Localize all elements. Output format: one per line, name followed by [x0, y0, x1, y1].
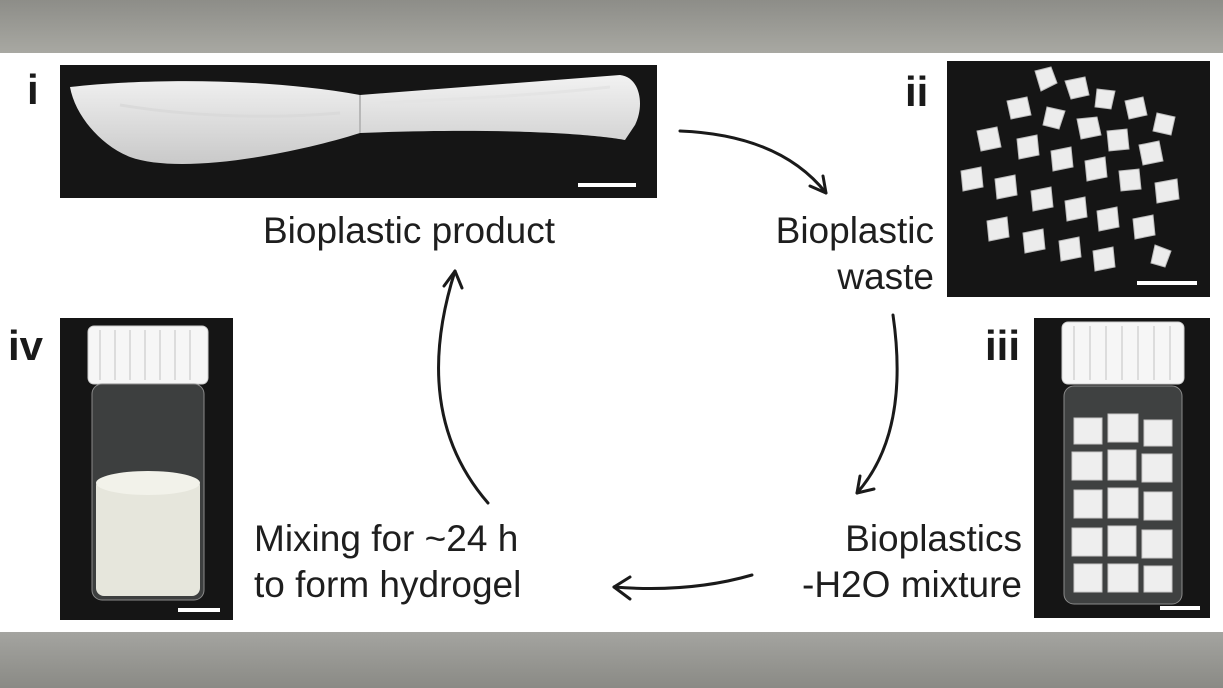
- top-border-band: [0, 0, 1223, 53]
- knife-illustration: [70, 75, 640, 164]
- recycling-cycle-figure: i Bioplastic product ii: [0, 53, 1223, 632]
- arrow-hydrogel-to-product: [437, 269, 490, 505]
- caption-line: Bioplastics: [845, 518, 1022, 559]
- photo-hydrogel-jar: [60, 318, 233, 620]
- hydrogel-jar-illustration: [87, 325, 209, 601]
- scale-bar: [178, 608, 220, 612]
- arrow-mixture-to-hydrogel: [612, 573, 754, 590]
- bottom-border-band: [0, 632, 1223, 688]
- scale-bar: [578, 183, 636, 187]
- panel-label-iv: iv: [8, 322, 44, 369]
- photo-bioplastic-knife: [60, 65, 657, 198]
- water-mixture-jar-illustration: [1061, 321, 1185, 605]
- arrow-waste-to-mixture: [855, 313, 899, 495]
- panel-label-i: i: [27, 66, 39, 113]
- photo-bioplastic-water-jar: [1034, 318, 1210, 618]
- arrow-product-to-waste: [678, 129, 828, 195]
- panel-label-ii: ii: [905, 68, 929, 115]
- arrowhead-waste-to-mixture: [855, 474, 876, 495]
- caption-line: waste: [837, 256, 934, 297]
- caption-line: to form hydrogel: [254, 564, 522, 605]
- caption-line: Bioplastic product: [263, 210, 556, 251]
- arrowhead-hydrogel-to-product: [442, 269, 464, 290]
- arrowhead-mixture-to-hydrogel: [612, 575, 632, 601]
- caption-line: -H2O mixture: [802, 564, 1022, 605]
- scale-bar: [1160, 606, 1200, 610]
- caption-line: Mixing for ~24 h: [254, 518, 519, 559]
- caption-bioplastics-water-mixture: Bioplastics -H2O mixture: [770, 516, 1022, 608]
- panel-label-iii: iii: [985, 322, 1021, 369]
- caption-line: Bioplastic: [775, 210, 934, 251]
- caption-bioplastic-waste: Bioplastic waste: [757, 208, 934, 300]
- caption-bioplastic-product: Bioplastic product: [263, 208, 555, 254]
- scale-bar: [1137, 281, 1197, 285]
- waste-fragments-illustration: [960, 66, 1180, 272]
- photo-bioplastic-waste: [947, 61, 1210, 297]
- caption-mixing-hydrogel: Mixing for ~24 h to form hydrogel: [254, 516, 521, 608]
- cycle-arrows: [437, 129, 899, 601]
- arrowhead-product-to-waste: [808, 174, 828, 195]
